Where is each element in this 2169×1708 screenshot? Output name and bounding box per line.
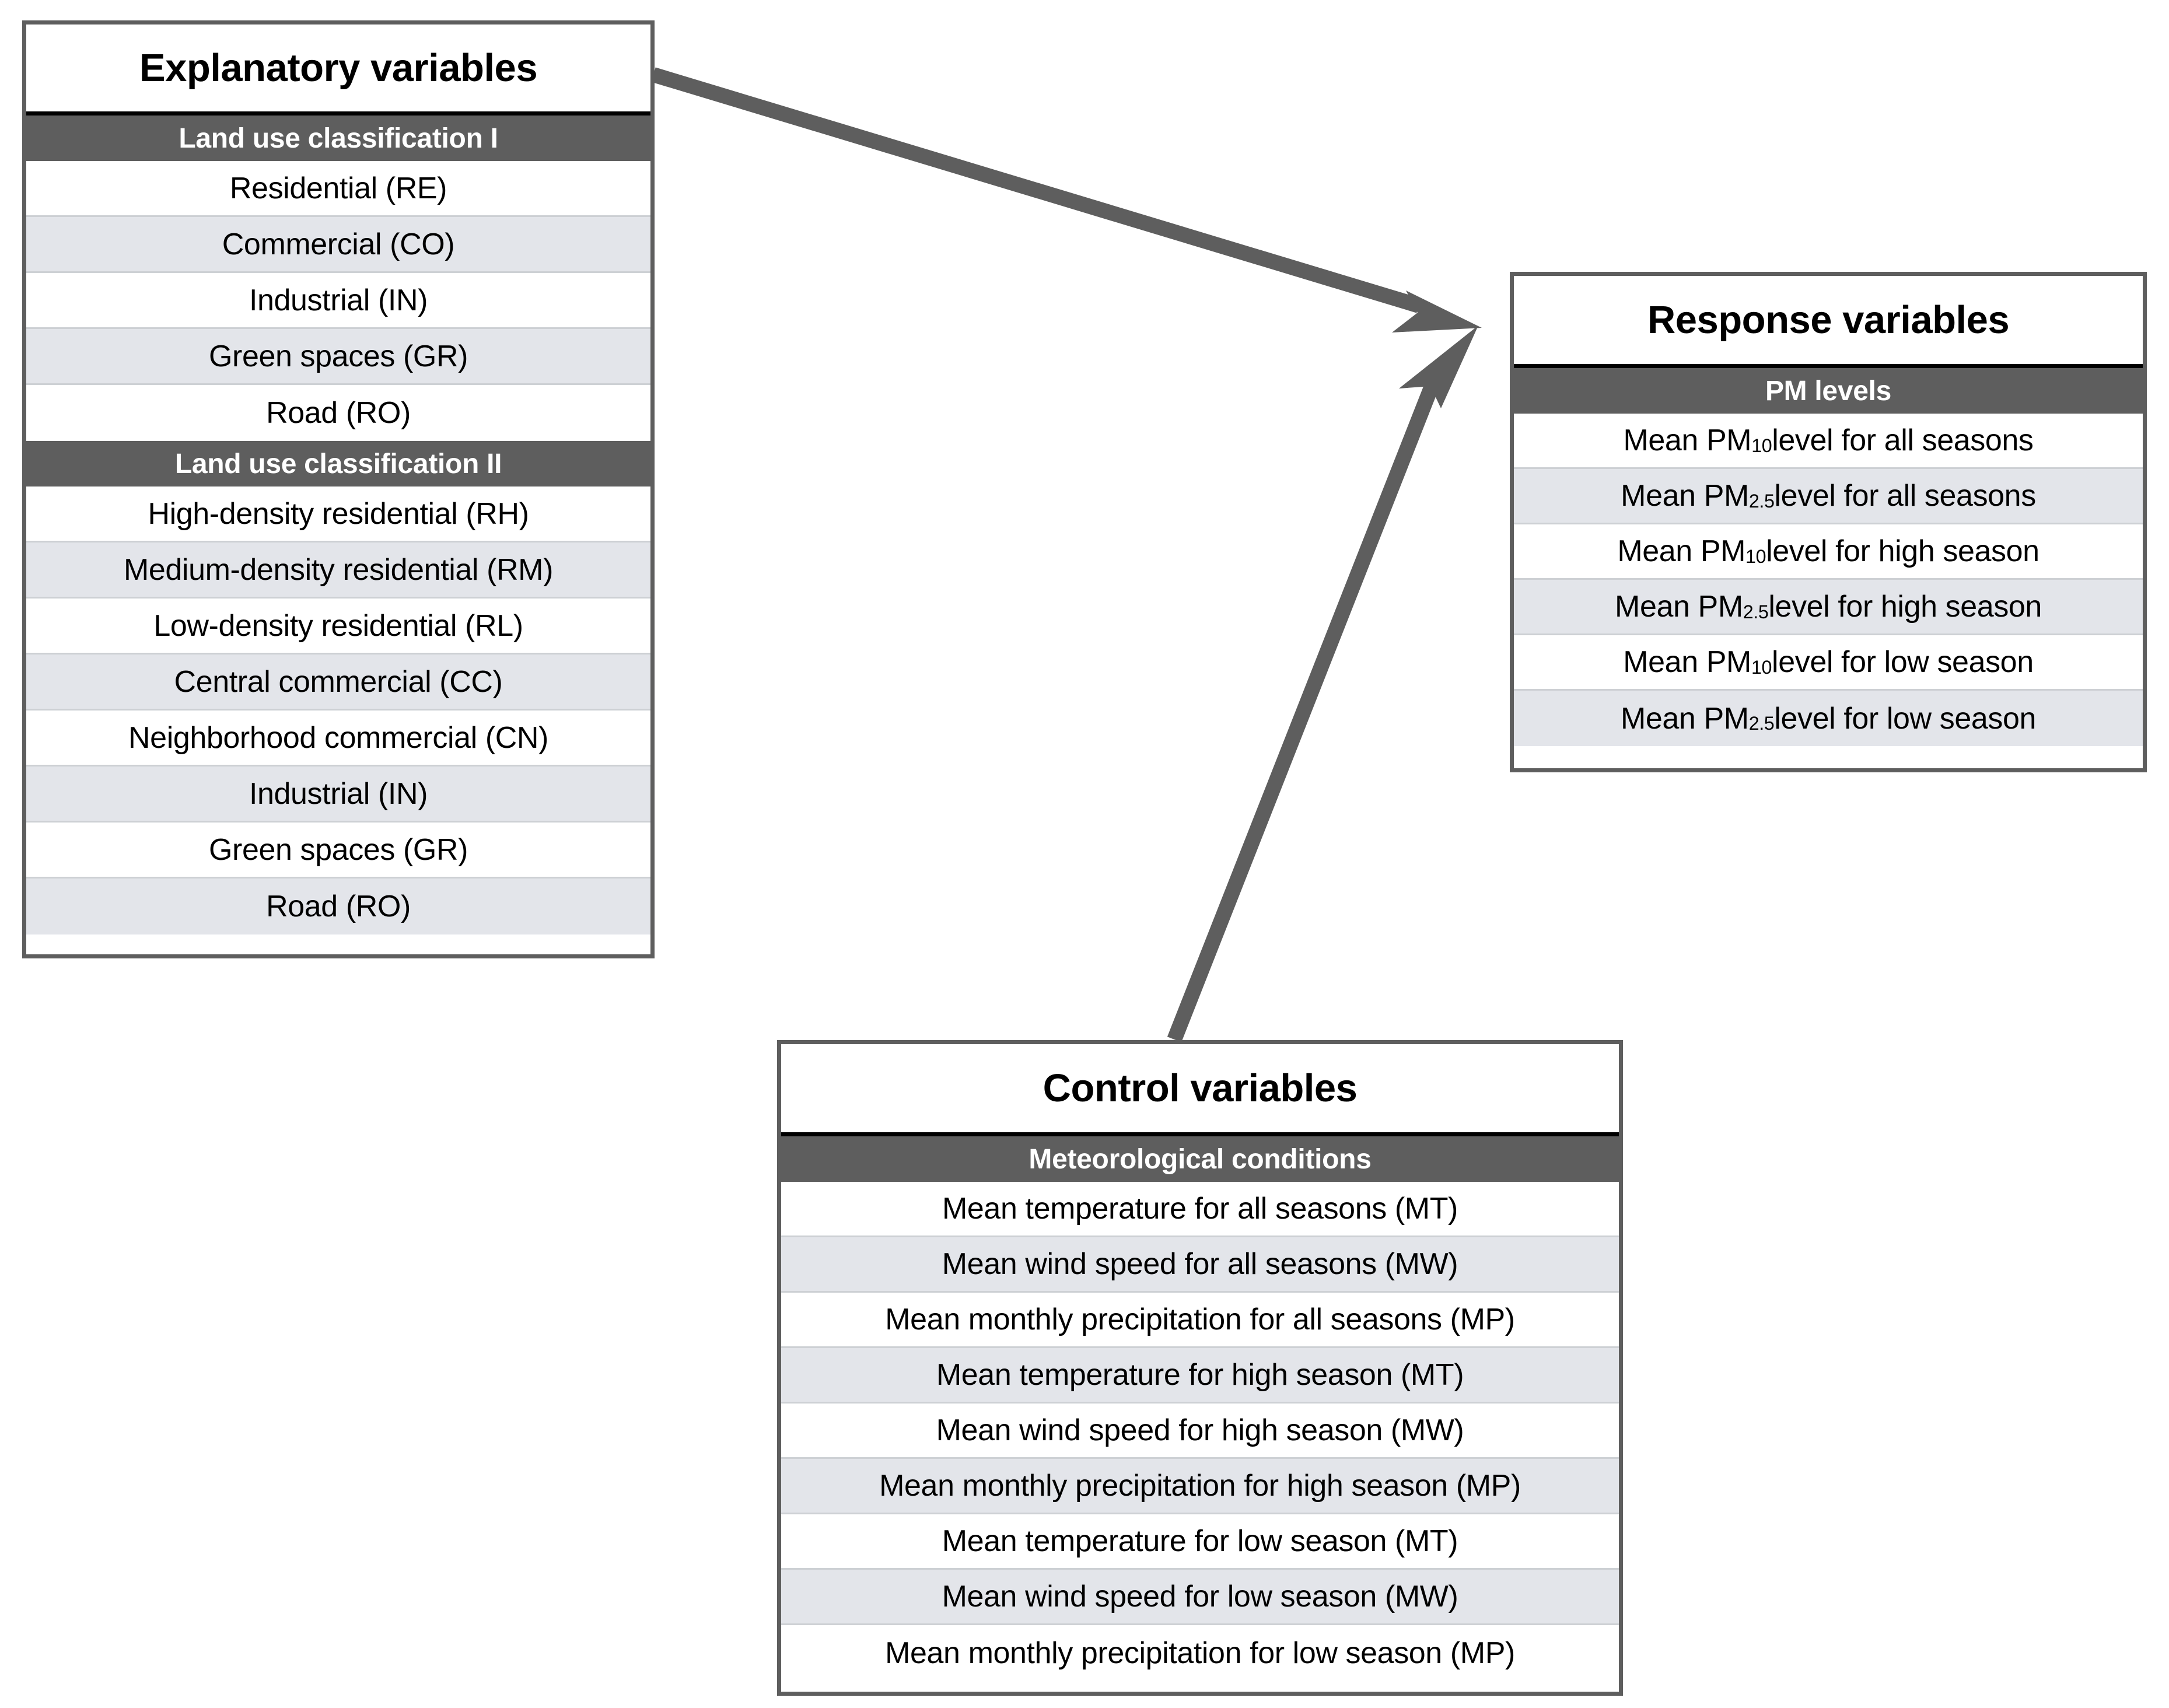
section-header-meteorological-conditions: Meteorological conditions: [781, 1136, 1619, 1182]
section-header-land-use-classification-1: Land use classification I: [26, 116, 650, 161]
list-item: High-density residential (RH): [26, 487, 650, 542]
list-item: Road (RO): [26, 878, 650, 935]
pm-label-suffix: level for all seasons: [1772, 424, 2034, 457]
pm-label-text: Mean PM: [1615, 590, 1743, 624]
list-item: Residential (RE): [26, 161, 650, 217]
explanatory-variables-title: Explanatory variables: [26, 24, 650, 116]
arrow-explanatory-to-response: [651, 67, 1482, 332]
arrow-control-to-response: [1167, 326, 1478, 1042]
list-item: Mean wind speed for high season (MW): [781, 1404, 1619, 1459]
list-item: Commercial (CO): [26, 217, 650, 273]
pm-label-text: Mean PM: [1620, 701, 1749, 736]
list-item: Road (RO): [26, 385, 650, 441]
list-item: Industrial (IN): [26, 273, 650, 329]
list-item: Mean monthly precipitation for all seaso…: [781, 1293, 1619, 1348]
list-item: Mean temperature for low season (MT): [781, 1514, 1619, 1570]
pm-label-suffix: level for all seasons: [1774, 479, 2037, 513]
section-header-land-use-classification-2: Land use classification II: [26, 441, 650, 487]
pm-label-suffix: level for low season: [1774, 701, 2037, 736]
pm-subscript: 2.5: [1748, 490, 1775, 512]
response-variables-title: Response variables: [1514, 276, 2143, 368]
explanatory-variables-box: Explanatory variables Land use classific…: [22, 20, 655, 958]
pm-subscript: 10: [1751, 435, 1772, 456]
section-header-pm-levels: PM levels: [1514, 368, 2143, 414]
pm-label-text: Mean PM: [1621, 479, 1749, 513]
pm-subscript: 10: [1745, 545, 1766, 567]
list-item: Mean wind speed for all seasons (MW): [781, 1237, 1619, 1293]
list-item: Mean monthly precipitation for high seas…: [781, 1459, 1619, 1514]
list-item: Low-density residential (RL): [26, 598, 650, 654]
list-item: Central commercial (CC): [26, 654, 650, 710]
pm-label-suffix: level for high season: [1766, 534, 2039, 568]
pm-subscript: 2.5: [1748, 713, 1775, 734]
pm-subscript: 2.5: [1743, 601, 1769, 622]
list-item: Mean temperature for all seasons (MT): [781, 1182, 1619, 1237]
list-item: Mean temperature for high season (MT): [781, 1348, 1619, 1404]
pm-label-text: Mean PM: [1617, 534, 1746, 568]
list-item: Medium-density residential (RM): [26, 542, 650, 598]
list-item: Green spaces (GR): [26, 329, 650, 385]
list-item: Mean wind speed for low season (MW): [781, 1570, 1619, 1625]
pm-label-suffix: level for high season: [1768, 590, 2042, 624]
list-item: Industrial (IN): [26, 766, 650, 822]
pm-label-text: Mean PM: [1623, 424, 1752, 457]
pm-label-suffix: level for low season: [1772, 645, 2034, 679]
list-item: Green spaces (GR): [26, 822, 650, 878]
list-item: Neighborhood commercial (CN): [26, 710, 650, 766]
pm-subscript: 10: [1751, 656, 1772, 678]
control-variables-box: Control variables Meteorological conditi…: [777, 1040, 1623, 1696]
pm-label-text: Mean PM: [1623, 645, 1751, 679]
list-item: Mean monthly precipitation for low seaso…: [781, 1625, 1619, 1681]
control-variables-title: Control variables: [781, 1044, 1619, 1136]
